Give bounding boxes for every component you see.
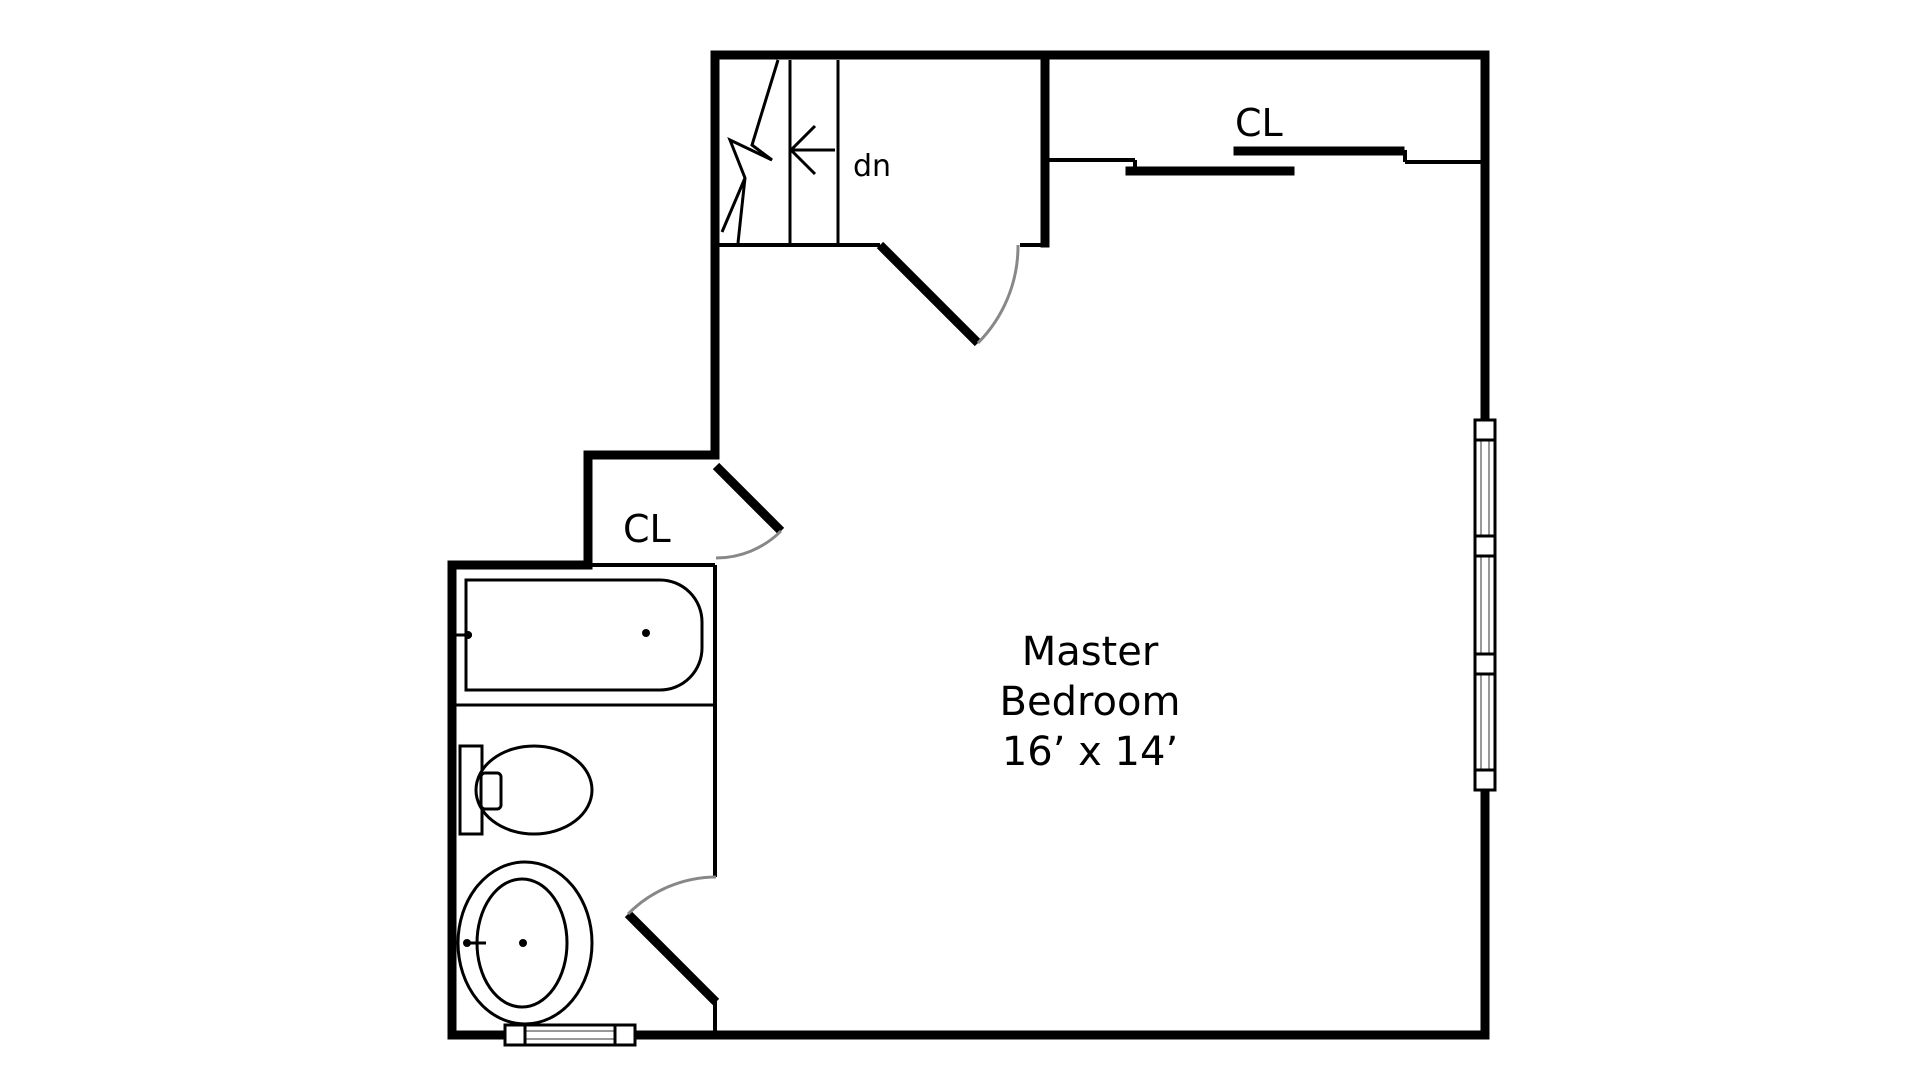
door-bathroom <box>624 875 720 1006</box>
interior-walls <box>456 50 1485 1035</box>
window-bathroom <box>503 1023 637 1047</box>
closet-top-label: CL <box>1235 101 1283 145</box>
door-small-closet <box>712 462 785 560</box>
staircase: dn <box>720 59 891 244</box>
window-right <box>1473 418 1497 792</box>
closet-small-label: CL <box>623 507 671 551</box>
toilet <box>458 744 594 836</box>
down-arrow-icon <box>788 124 835 176</box>
room-name-line2: Bedroom <box>1000 679 1181 725</box>
exterior-walls <box>447 50 1490 1040</box>
bathtub <box>452 578 704 692</box>
room-name-line1: Master <box>1022 629 1159 675</box>
room-dimensions: 16’ x 14’ <box>1002 729 1178 775</box>
sliding-closet-doors <box>1125 146 1405 176</box>
stairs-direction-label: dn <box>853 149 891 184</box>
sink <box>456 860 594 1026</box>
door-stair <box>876 241 1020 347</box>
